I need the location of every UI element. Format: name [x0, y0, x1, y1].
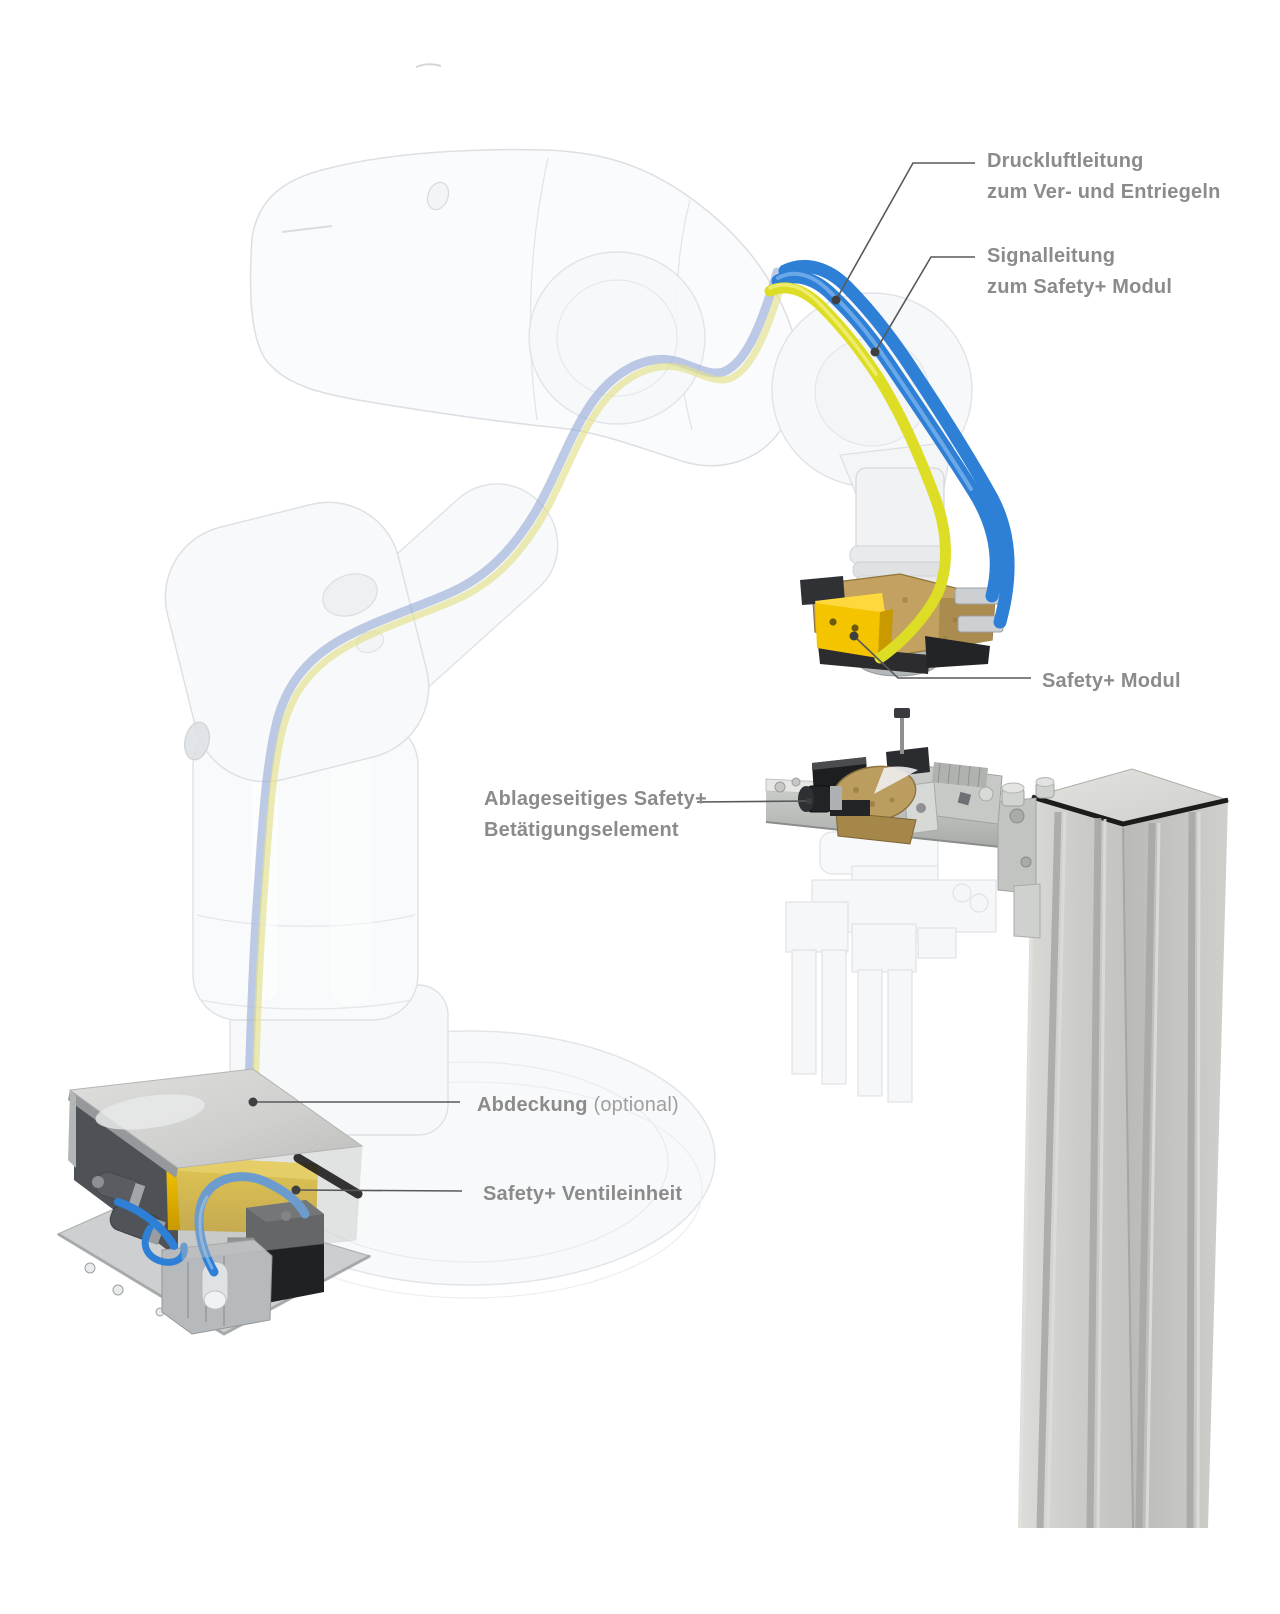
air-tube-blue-2 [778, 259, 1015, 629]
label-abdeckung: Abdeckung (optional) [477, 1090, 679, 1121]
label-line: Safety+ Modul [1042, 670, 1181, 692]
standoff-bolt [1001, 782, 1025, 794]
knob-collar [830, 786, 842, 810]
cover-left-face [68, 1090, 76, 1168]
label-optional-part: (optional) [587, 1094, 679, 1116]
label-line: zum Safety+ Modul [987, 276, 1173, 298]
leader-dot [806, 798, 812, 804]
robot-shoulder-joint [164, 501, 430, 783]
leader-dot [849, 631, 859, 641]
label-line: zum Ver- und Entriegeln [987, 181, 1221, 203]
index-pin-cap [894, 708, 910, 718]
label-druckluftleitung: Druckluftleitung zum Ver- und Entriegeln [987, 146, 1221, 208]
column-top-rim [1031, 794, 1229, 827]
robot-elbow-circle [528, 251, 706, 425]
leader-druckluftleitung [835, 162, 975, 301]
label-line: Safety+ Ventileinheit [483, 1183, 683, 1205]
label-betaetigungselement: Ablageseitiges Safety+ Betätigungselemen… [484, 784, 707, 846]
valve-tube-blue [114, 1198, 178, 1250]
leader-dot [248, 1097, 258, 1107]
baseplate-hole [84, 1262, 96, 1274]
valve-tube-blue-loop [141, 1224, 188, 1266]
signal-tube-highlight [768, 283, 878, 376]
leader-dot [870, 347, 880, 357]
cover-front-lip [68, 1090, 178, 1178]
actuator-knob-cap [798, 786, 814, 812]
gripper-prong [791, 949, 817, 1075]
safety-module [800, 573, 1004, 677]
bracket-bolt [1020, 856, 1032, 868]
leader-ventileinheit [296, 1189, 463, 1192]
label-line: Signalleitung [987, 245, 1116, 267]
aluminum-column [1018, 768, 1230, 1529]
robot-forearm-housing [249, 148, 800, 467]
actuator-fixture [765, 708, 1055, 939]
gripper-prong [857, 969, 883, 1097]
label-bold-part: Abdeckung [477, 1094, 588, 1116]
module-clamp-left [800, 576, 845, 605]
baseplate-hole [112, 1284, 124, 1296]
module-screw [851, 624, 859, 632]
cover-top-face [68, 1068, 364, 1169]
robot-arm-ghost [164, 148, 973, 1299]
knurled-block [932, 762, 988, 788]
leader-signalleitung [874, 256, 975, 353]
label-safety-modul: Safety+ Modul [1042, 666, 1181, 697]
external-tubes [764, 259, 1015, 664]
standoff-bolt [1035, 777, 1055, 787]
ghost-gripper [785, 831, 997, 1103]
label-signalleitung: Signalleitung zum Safety+ Modul [987, 241, 1172, 303]
leader-lines [248, 162, 1031, 1195]
label-ventileinheit: Safety+ Ventileinheit [483, 1179, 682, 1210]
gripper-prong [887, 969, 913, 1103]
leader-dot [831, 295, 841, 305]
gripper-prong [821, 949, 847, 1085]
label-line: Betätigungselement [484, 819, 679, 841]
cover-corner-edge [293, 1153, 363, 1199]
shoulder-port-hole [184, 721, 210, 761]
valve-unit-assembly [56, 1068, 372, 1336]
brass-lower-block [835, 811, 917, 845]
module-clamp-right [925, 636, 990, 668]
label-line: Druckluftleitung [987, 150, 1144, 172]
bracket-bolt [1009, 808, 1025, 824]
artifact-dash [415, 63, 442, 68]
leader-dot [291, 1185, 301, 1195]
leader-betaetigungselement [696, 800, 810, 803]
module-screw [829, 618, 837, 626]
air-tube-highlight [776, 271, 973, 491]
leader-safety-modul [853, 635, 1031, 679]
column-corner-edge [1122, 827, 1134, 1529]
label-line: Ablageseitiges Safety+ [484, 788, 707, 810]
brass-plate-cutout [874, 766, 918, 794]
